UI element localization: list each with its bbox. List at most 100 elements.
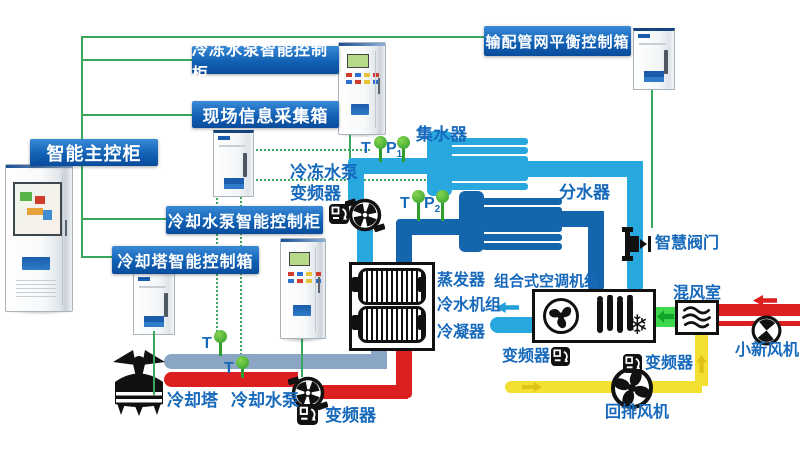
cabinet-door-seam: [62, 173, 63, 305]
smart-valve-icon: [622, 227, 651, 261]
title-bar-cooling-tower-box: 冷却塔智能控制箱: [112, 246, 259, 274]
cabinet-door-seam: [375, 51, 376, 128]
cooling-tower-icon: [113, 350, 165, 416]
cabinet-handle: [65, 220, 67, 237]
flow-arrow-left-icon: [496, 302, 519, 313]
label-return-fan: 回排风机: [605, 404, 670, 421]
screen-graphic: [35, 196, 45, 204]
temperature-sensor-icon: [374, 136, 387, 149]
box-brand-label: [644, 71, 664, 82]
label-distributor: 分水器: [559, 183, 610, 202]
signal-dotted-to-supply-sensors: [252, 149, 370, 151]
chilled-supply-pipe-h: [350, 158, 438, 174]
pressure-sensor-icon: [397, 136, 410, 149]
sensor-stem: [241, 367, 244, 378]
chilled-loop-pipe-h: [452, 161, 643, 177]
cabinet-logo: [351, 104, 369, 115]
label-collector: 集水器: [416, 125, 467, 144]
signal-drop-balance-box: [651, 86, 653, 228]
box-brand-label: [223, 178, 244, 189]
cabinet-screen: [347, 54, 369, 68]
label-vfd-return-fan: 变频器: [645, 355, 694, 372]
temperature-sensor-icon: [236, 356, 249, 369]
screen-graphic: [27, 208, 43, 215]
title-bar-main-cabinet: 智能主控柜: [30, 139, 158, 166]
signal-branch-cw-pump: [82, 218, 168, 220]
signal-line-top: [82, 36, 486, 38]
sensor-label-t-cooling-in: T: [224, 360, 234, 377]
signal-drop-tower-box: [153, 331, 155, 395]
hx-cap: [352, 277, 360, 292]
cabinet-handle: [378, 77, 380, 94]
sensor-label-p1: P1: [386, 140, 403, 161]
hx-cap: [418, 277, 426, 292]
distributor-finger: [482, 198, 562, 205]
air-swirl-icon: [682, 306, 711, 329]
distributor-finger: [482, 225, 562, 232]
cooling-coil-icon: [597, 295, 633, 333]
screen-graphic: [20, 192, 32, 201]
sensor-label-t-cooling-out: T: [202, 335, 212, 352]
cabinet-trim: [6, 165, 72, 168]
condenser-heat-exchanger-icon: [358, 306, 426, 343]
distributor-finger: [482, 234, 562, 241]
flow-arrow-left-icon: [753, 295, 777, 306]
label-chiller-unit: 冷水机组: [437, 297, 502, 314]
sensor-label-t-return: T: [400, 195, 410, 212]
box-logo: [638, 34, 650, 38]
return-loop-pipe-h: [484, 211, 604, 227]
pressure-sensor-icon: [436, 190, 449, 203]
vfd-icon: [623, 354, 642, 373]
chilled-supply-pipe-v: [348, 158, 364, 204]
main-control-cabinet: [5, 164, 73, 312]
cooling-supply-pipe-v: [396, 346, 412, 398]
cabinet-vents: [16, 279, 56, 297]
flow-arrow-right-icon: [522, 382, 542, 392]
mixing-chamber-box: [675, 300, 719, 335]
label-cooling-pump: 冷却水泵: [231, 391, 299, 410]
sensor-stem: [379, 147, 382, 162]
label-evaporator: 蒸发器: [437, 272, 486, 289]
signal-drop-chw-cabinet: [349, 132, 351, 162]
collector-finger: [449, 147, 528, 154]
cabinet-screen: [289, 252, 310, 266]
title-bar-chw-pump-cabinet: 冷冻水泵智能控制柜: [192, 42, 339, 83]
chilled-return-pipe-h: [400, 219, 462, 235]
cabinet-logo: [22, 257, 50, 270]
ahu-outlet-pipe: [490, 317, 534, 333]
return-loop-pipe-v: [588, 211, 604, 291]
return-exhaust-fan-icon: [611, 367, 653, 409]
signal-branch-tower: [82, 256, 114, 258]
cw-pump-cabinet: [280, 238, 326, 339]
screen-graphic: [43, 210, 52, 220]
box-logo: [138, 277, 150, 281]
label-ahu: 组合式空调机组: [494, 273, 600, 290]
title-bar-field-info-box: 现场信息采集箱: [192, 101, 339, 128]
box-brand-label: [144, 316, 164, 327]
title-bar-cw-pump-cabinet: 冷却水泵智能控制柜: [166, 206, 323, 234]
ahu-fan-icon: [543, 298, 579, 334]
box-display-slot: [164, 293, 168, 318]
temperature-sensor-icon: [214, 330, 227, 343]
label-chw-pump-line2: 变频器: [290, 184, 341, 203]
fresh-air-pipe-thick: [718, 304, 800, 316]
collector-finger: [449, 174, 528, 181]
cabinet-handle: [318, 276, 320, 293]
network-balance-wall-box: [633, 28, 675, 90]
box-text-line: [139, 286, 166, 288]
sensor-stem: [417, 201, 420, 221]
sensor-stem: [441, 201, 444, 221]
cooling-tower-wall-box: [133, 271, 175, 335]
fresh-air-fan-icon: [751, 315, 782, 346]
label-vfd-ahu: 变频器: [502, 348, 551, 365]
signal-dotted-to-cooling-t2: [240, 194, 242, 358]
field-info-wall-box: [213, 130, 254, 197]
box-logo: [218, 136, 230, 140]
collector-finger: [449, 156, 528, 163]
label-vfd-cooling-pump: 变频器: [325, 406, 376, 425]
cooling-supply-pipe-h1: [164, 372, 298, 387]
chilled-return-pipe-v: [396, 219, 412, 268]
hx-cap: [418, 315, 426, 330]
label-condenser: 冷凝器: [437, 324, 486, 341]
